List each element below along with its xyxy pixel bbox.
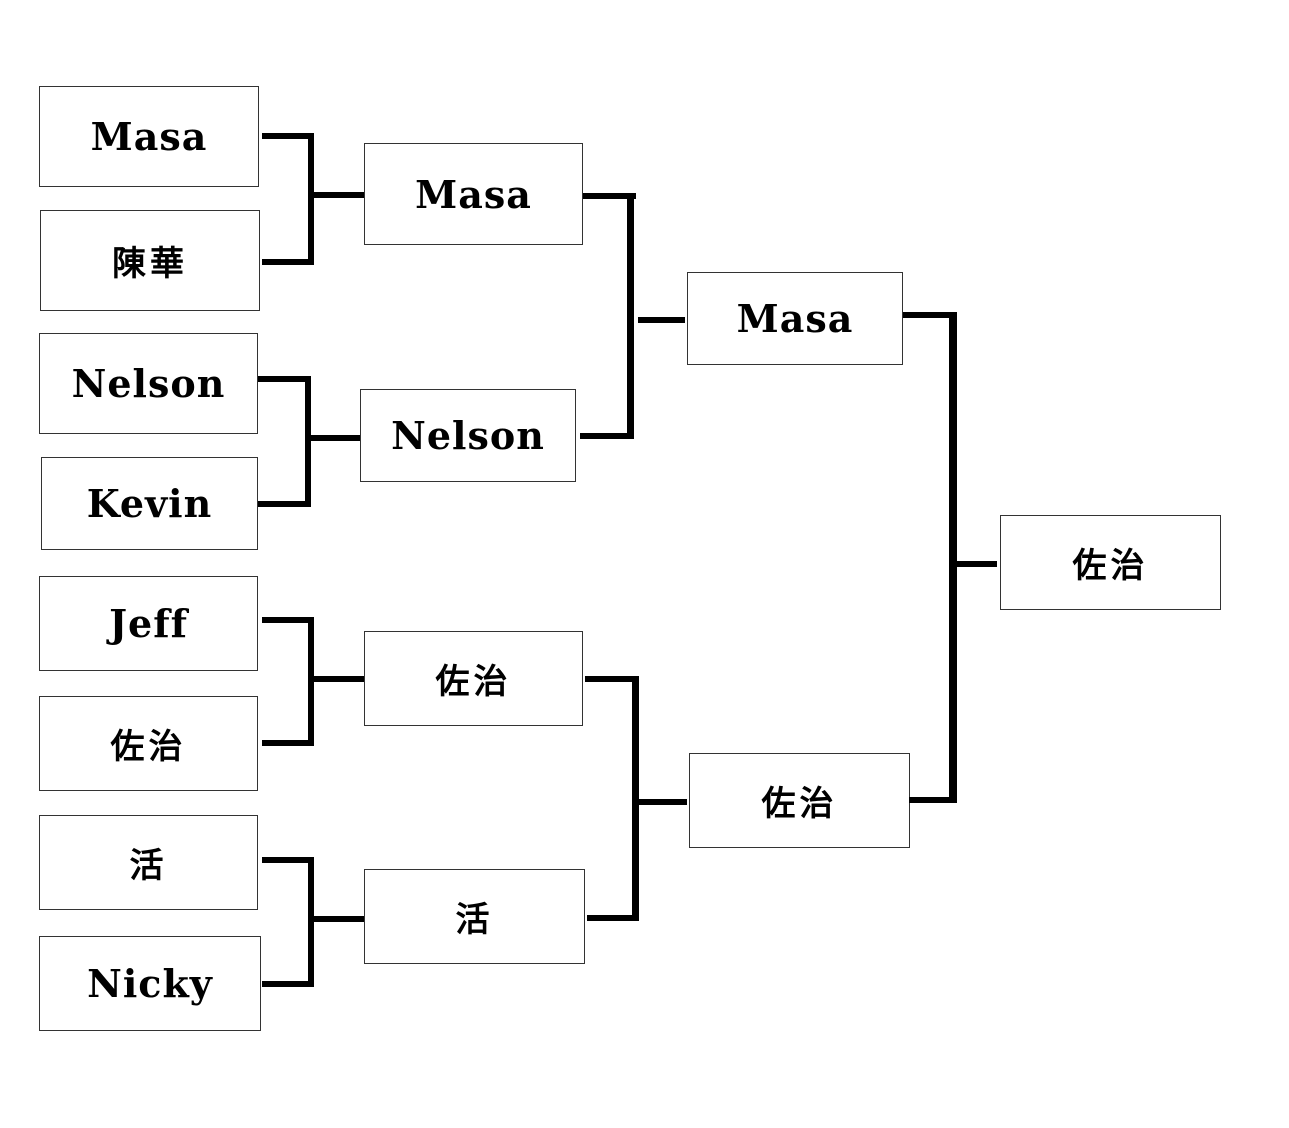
player-name: 佐治 — [761, 784, 838, 824]
connector — [314, 916, 364, 922]
connector — [308, 617, 314, 746]
player-name: Kevin — [86, 481, 213, 526]
player-name: Nelson — [71, 361, 226, 406]
round1-slot-4: Kevin — [41, 457, 258, 550]
round1-slot-1: Masa — [39, 86, 259, 187]
connector — [314, 676, 364, 682]
player-name: Masa — [415, 171, 532, 217]
round1-slot-7: 活 — [39, 815, 258, 910]
connector — [580, 433, 633, 439]
connector — [903, 312, 957, 318]
player-name: Nelson — [391, 413, 545, 458]
connector — [632, 676, 639, 921]
round2-slot-4: 活 — [364, 869, 585, 964]
connector — [909, 797, 955, 803]
connector — [262, 617, 314, 623]
connector — [949, 312, 957, 803]
round2-slot-3: 佐治 — [364, 631, 583, 726]
connector — [262, 133, 314, 139]
connector — [262, 981, 314, 987]
round1-slot-8: Nicky — [39, 936, 261, 1031]
round1-slot-3: Nelson — [39, 333, 258, 434]
player-name: 活 — [129, 846, 168, 886]
connector — [314, 192, 364, 198]
connector — [305, 376, 311, 507]
round1-slot-6: 佐治 — [39, 696, 258, 791]
player-name: Masa — [90, 114, 208, 159]
semifinal-slot-2: 佐治 — [689, 753, 910, 848]
connector — [262, 857, 314, 863]
connector — [955, 561, 997, 567]
connector — [258, 376, 311, 382]
connector — [262, 740, 314, 746]
connector — [308, 857, 314, 987]
round1-slot-5: Jeff — [39, 576, 258, 671]
connector — [638, 317, 685, 323]
connector — [311, 435, 360, 441]
round2-slot-1: Masa — [364, 143, 583, 245]
connector — [258, 501, 311, 507]
connector — [262, 259, 314, 265]
champion-name: 佐治 — [1072, 546, 1149, 586]
round1-slot-2: 陳華 — [40, 210, 260, 311]
connector — [583, 193, 636, 199]
semifinal-slot-1: Masa — [687, 272, 903, 365]
champion-slot: 佐治 — [1000, 515, 1221, 610]
connector — [587, 915, 639, 921]
player-name: 佐治 — [435, 662, 512, 702]
player-name: Nicky — [87, 961, 213, 1006]
player-name: 陳華 — [112, 244, 188, 284]
connector — [308, 133, 314, 265]
player-name: 活 — [455, 900, 494, 940]
connector — [585, 676, 639, 682]
round2-slot-2: Nelson — [360, 389, 576, 482]
player-name: Jeff — [109, 601, 188, 646]
connector — [627, 193, 634, 439]
player-name: 佐治 — [110, 727, 187, 767]
connector — [639, 799, 687, 805]
player-name: Masa — [736, 296, 854, 341]
